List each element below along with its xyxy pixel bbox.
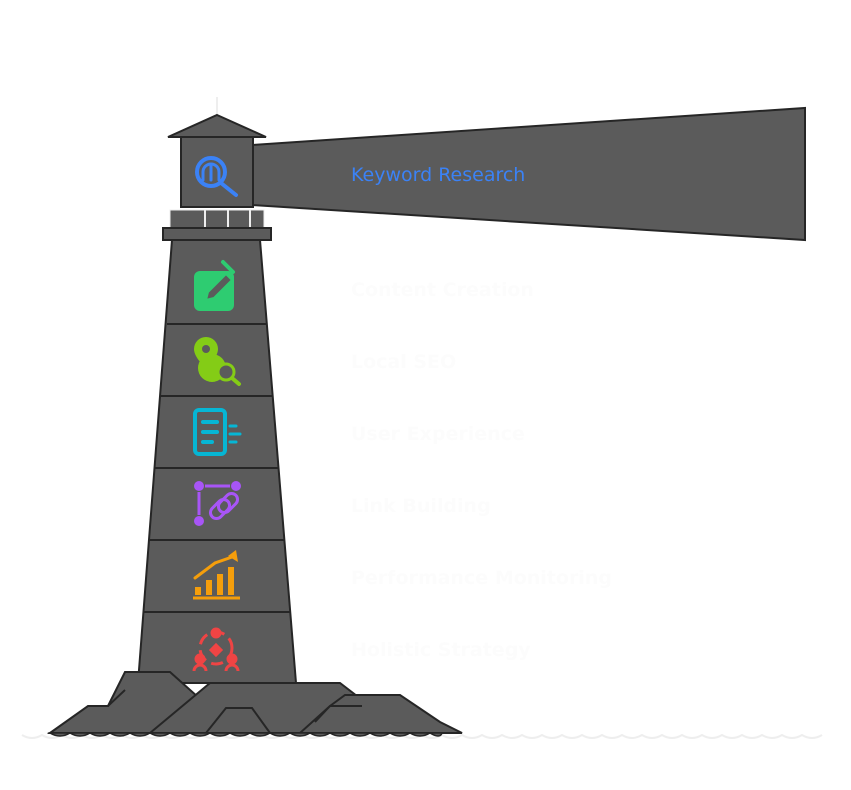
team-strategy-icon — [192, 627, 240, 672]
keyword-search-icon — [195, 156, 238, 197]
step-label-holistic-strategy: Holistic Strategy — [351, 639, 531, 661]
water-dark-waves — [47, 732, 444, 737]
step-label-local-seo: Local SEO — [351, 351, 457, 373]
light-beam — [251, 106, 806, 242]
step-label-user-experience: User Experience — [351, 423, 525, 445]
document-icon — [193, 408, 242, 456]
edit-icon — [194, 260, 235, 311]
page-title: Achieving SEO Success for Small Business… — [89, 50, 762, 80]
rock-edge — [314, 705, 362, 723]
rock-edge — [88, 689, 126, 707]
lantern-room — [180, 136, 254, 208]
gallery-platform — [162, 227, 272, 241]
step-label-content-creation: Content Creation — [351, 279, 534, 301]
lantern-roof — [167, 113, 267, 138]
growth-chart-icon — [193, 550, 240, 600]
step-label-keyword-research: Keyword Research — [351, 164, 526, 186]
location-search-icon — [194, 337, 241, 386]
rock-edge — [205, 707, 271, 734]
step-label-link-building: Link Building — [351, 495, 491, 517]
step-label-performance-monitoring: Performance Monitoring — [351, 567, 612, 589]
link-icon — [194, 481, 241, 526]
